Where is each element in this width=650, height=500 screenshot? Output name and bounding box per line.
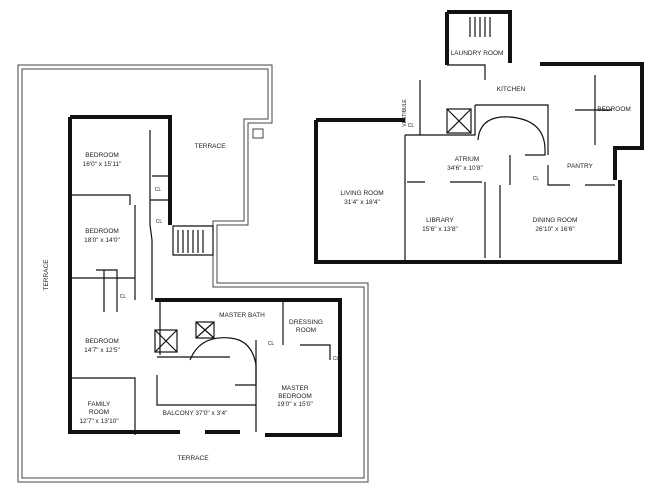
closet-label: CL <box>533 176 540 182</box>
terrace-outline <box>17 64 369 483</box>
bedroom-label: BEDROOM <box>85 228 119 235</box>
closet-label: CL <box>268 341 275 347</box>
vestibule-label: VESTIBULE <box>402 99 408 127</box>
elevator-icon <box>154 321 215 353</box>
bedroom-dimensions: 14'7" x 12'5" <box>84 347 120 354</box>
bedroom-dimensions: 16'0" x 15'11" <box>83 161 122 168</box>
bedroom-label: BEDROOM <box>85 338 119 345</box>
atrium-elevator-icon <box>446 108 472 134</box>
family-room-label: FAMILY <box>88 401 111 408</box>
dressing-room-label: DRESSING <box>289 319 323 326</box>
laundry-stair <box>469 17 491 37</box>
library-label: LIBRARY <box>426 217 454 224</box>
closet-label: CL <box>408 123 415 129</box>
master-bath-label: MASTER BATH <box>219 312 265 319</box>
laundry-room-label: LAUNDRY ROOM <box>451 50 504 57</box>
kitchen-label: KITCHEN <box>497 86 526 93</box>
bedroom-upper-label: BEDROOM <box>597 106 631 113</box>
terrace-label: TERRACE <box>43 259 50 291</box>
closet-label: CL <box>156 219 163 225</box>
terrace-label: TERRACE <box>177 455 209 462</box>
atrium-label: ATRIUM <box>455 156 479 163</box>
balcony-label: BALCONY 37'0" x 3'4" <box>163 410 228 417</box>
dressing-room-label-2: ROOM <box>296 327 316 334</box>
master-bedroom-label-2: BEDROOM <box>278 393 312 400</box>
lower-stair <box>177 230 204 253</box>
spiral-stair <box>189 337 257 386</box>
family-room-label-2: ROOM <box>89 409 109 416</box>
living-room-label: LIVING ROOM <box>340 190 383 197</box>
atrium-dimensions: 34'6" x 10'8" <box>447 165 483 172</box>
living-room-dimensions: 31'4" x 18'4" <box>344 199 380 206</box>
bedroom-label: BEDROOM <box>85 152 119 159</box>
dining-room-dimensions: 26'10" x 16'6" <box>535 226 575 233</box>
lower-floor-walls <box>68 115 342 437</box>
closet-label: CL <box>155 187 162 193</box>
closet-label: CL <box>333 356 340 362</box>
closet-label: CL <box>120 294 127 300</box>
library-dimensions: 15'6" x 13'8" <box>422 226 458 233</box>
terrace-label: TERRACE <box>194 143 226 150</box>
pantry-label: PANTRY <box>567 163 593 170</box>
upper-floor-walls <box>314 10 644 264</box>
master-bedroom-dimensions: 19'0" x 15'0" <box>277 401 313 408</box>
master-bedroom-label: MASTER <box>281 385 308 392</box>
family-room-dimensions: 12'7" x 13'10" <box>79 418 119 425</box>
bedroom-dimensions: 18'0" x 14'0" <box>84 237 120 244</box>
atrium-spiral-stair <box>477 116 546 156</box>
dining-room-label: DINING ROOM <box>533 217 578 224</box>
